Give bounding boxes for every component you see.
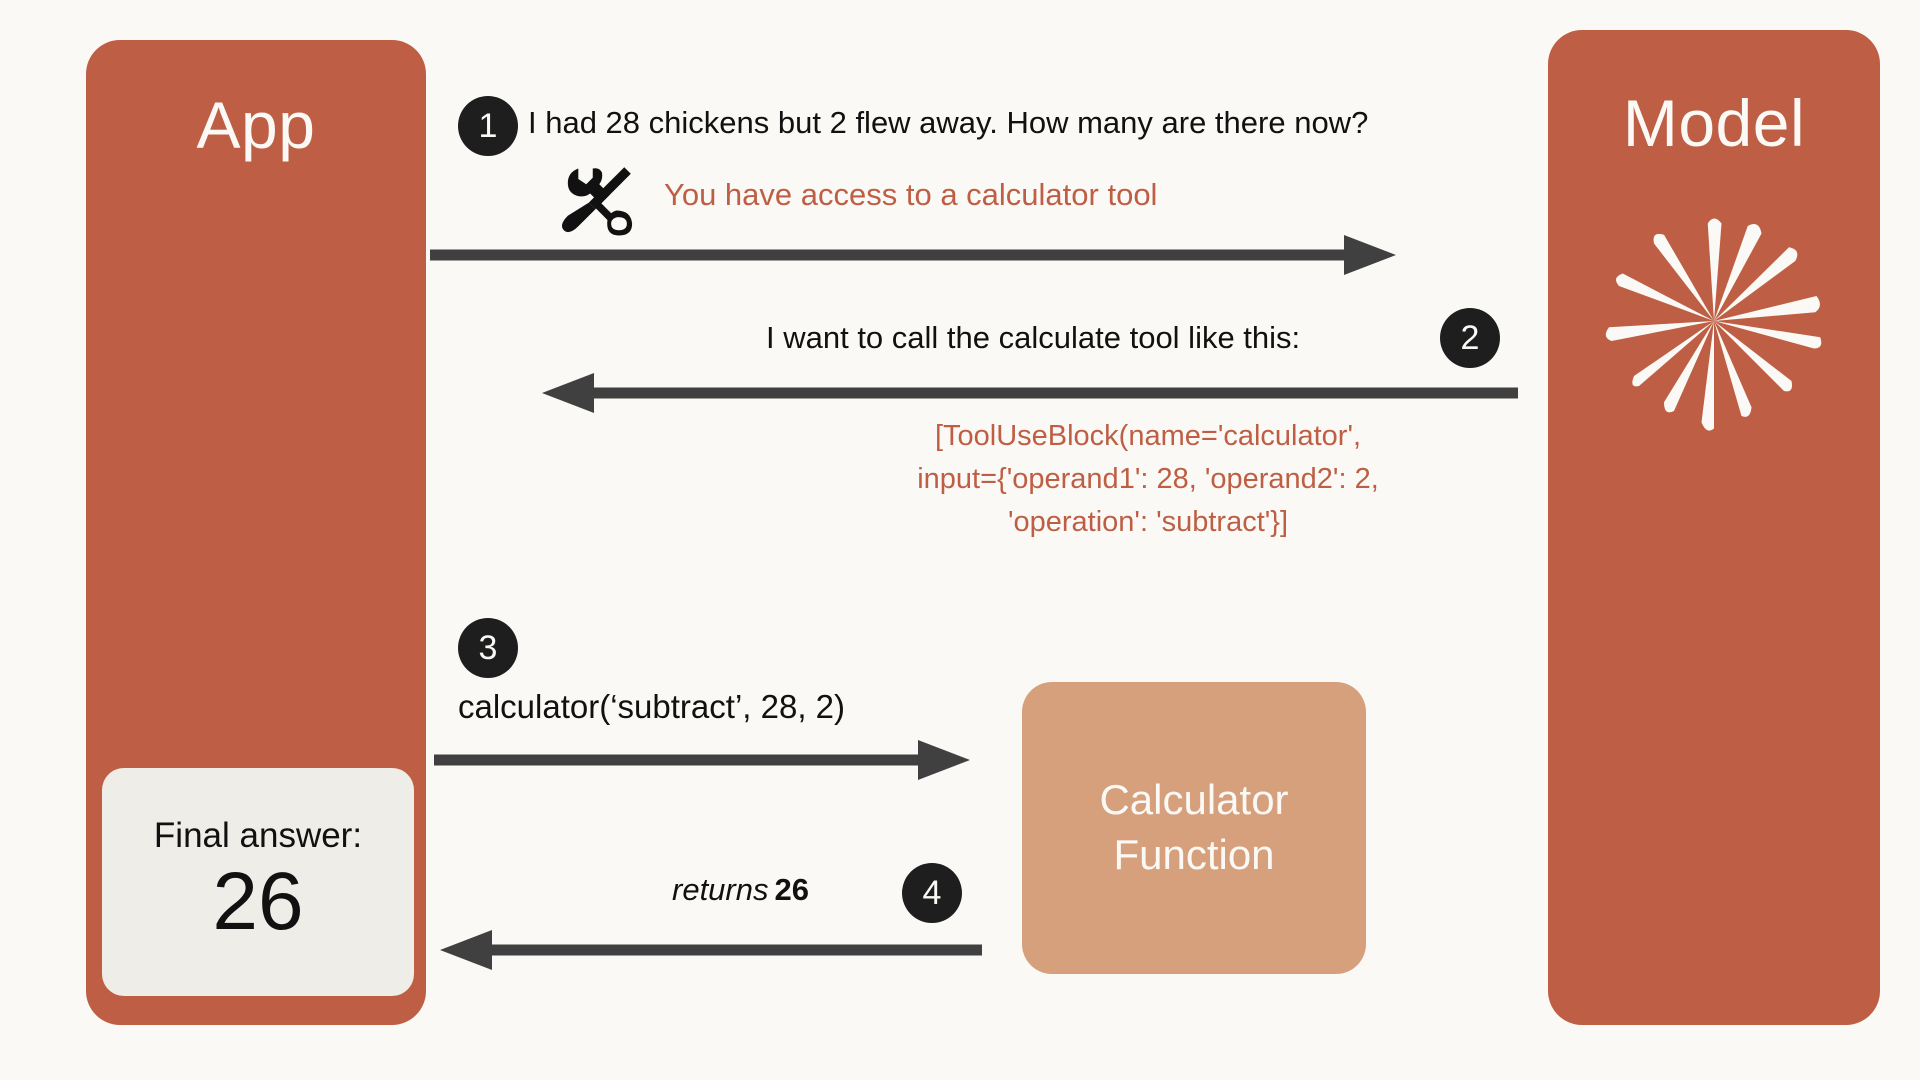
model-panel: Model [1548,30,1880,1025]
calculator-box-line2: Function [1113,831,1275,878]
step1-message: I had 28 chickens but 2 flew away. How m… [528,105,1369,140]
arrow-app-to-calculator [434,740,970,780]
app-panel-title: App [196,88,316,162]
calculator-function-box: Calculator Function [1022,682,1366,974]
step4-message-value: 26 [774,872,809,907]
step-badge-1: 1 [458,96,518,156]
step3-message: calculator(‘subtract’, 28, 2) [458,688,845,725]
step-badge-2: 2 [1440,308,1500,368]
step-badge-4: 4 [902,863,962,923]
starburst-icon [1605,218,1822,431]
final-answer-card: Final answer: 26 [102,768,414,996]
model-panel-title: Model [1622,86,1806,160]
step2-code-block: [ToolUseBlock(name='calculator', input={… [917,420,1379,538]
step2-message: I want to call the calculate tool like t… [766,320,1301,355]
step4-message-prefix: returns [672,872,769,907]
final-answer-value: 26 [212,856,304,948]
step1-tool-note: You have access to a calculator tool [664,177,1158,212]
arrow-model-to-app [542,373,1518,413]
final-answer-label: Final answer: [153,816,363,856]
tools-icon [561,167,633,236]
step-badge-3: 3 [458,618,518,678]
arrow-app-to-model [430,235,1396,275]
arrow-calculator-to-app [440,930,982,970]
calculator-box-line1: Calculator [1099,776,1289,824]
